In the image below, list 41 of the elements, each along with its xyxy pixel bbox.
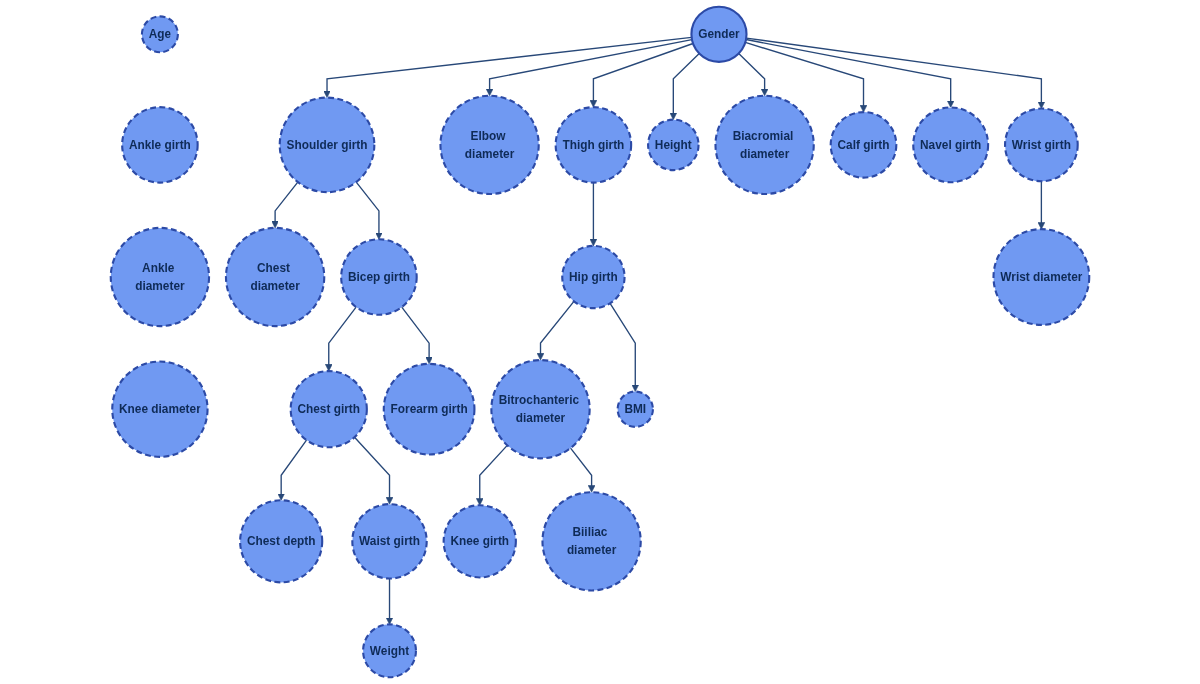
node-circle: Navel girth xyxy=(912,106,990,184)
node-circle: Bitrochanteric diameter xyxy=(490,359,591,460)
arrow xyxy=(355,181,383,240)
node-circle: Chest girth xyxy=(289,370,368,449)
arrow xyxy=(277,439,308,501)
node-circle: Ankle girth xyxy=(121,106,199,184)
arrow xyxy=(669,52,700,120)
arrow xyxy=(271,181,299,229)
node-circle: BMI xyxy=(616,390,654,428)
node-circle: Bicep girth xyxy=(340,238,418,316)
node-circle: Height xyxy=(647,118,700,172)
node-circle: Hip girth xyxy=(561,244,626,310)
arrow xyxy=(323,36,693,98)
arrow xyxy=(536,300,575,361)
node-circle: Biacromial diameter xyxy=(714,94,815,196)
arrow xyxy=(401,306,433,365)
node-circle: Weight xyxy=(362,623,417,679)
arrow xyxy=(569,447,596,493)
node-circle: Ankle diameter xyxy=(109,226,211,328)
node-circle: Knee diameter xyxy=(111,360,209,458)
arrow xyxy=(745,38,955,108)
node-circle: Waist girth xyxy=(351,503,428,580)
node-circle: Wrist girth xyxy=(1004,107,1079,183)
node-circle: Gender xyxy=(690,5,748,63)
arrow xyxy=(609,302,639,392)
node-circle: Calf girth xyxy=(829,111,898,179)
arrow xyxy=(589,42,694,108)
node-circle: Knee girth xyxy=(442,504,517,579)
node-circle: Age xyxy=(140,15,179,54)
arrow xyxy=(353,436,394,505)
node-circle: Chest diameter xyxy=(224,226,326,328)
node-circle: Thigh girth xyxy=(554,106,633,184)
arrow xyxy=(745,37,1046,109)
arrow xyxy=(476,444,508,506)
node-circle: Biiliac diameter xyxy=(541,491,642,592)
node-circle: Forearm girth xyxy=(382,362,476,456)
arrow xyxy=(325,306,357,372)
node-circle: Shoulder girth xyxy=(278,96,376,194)
node-circle: Chest depth xyxy=(239,499,324,584)
node-circle: Elbow diameter xyxy=(439,94,540,196)
node-circle: Wrist diameter xyxy=(992,228,1091,326)
